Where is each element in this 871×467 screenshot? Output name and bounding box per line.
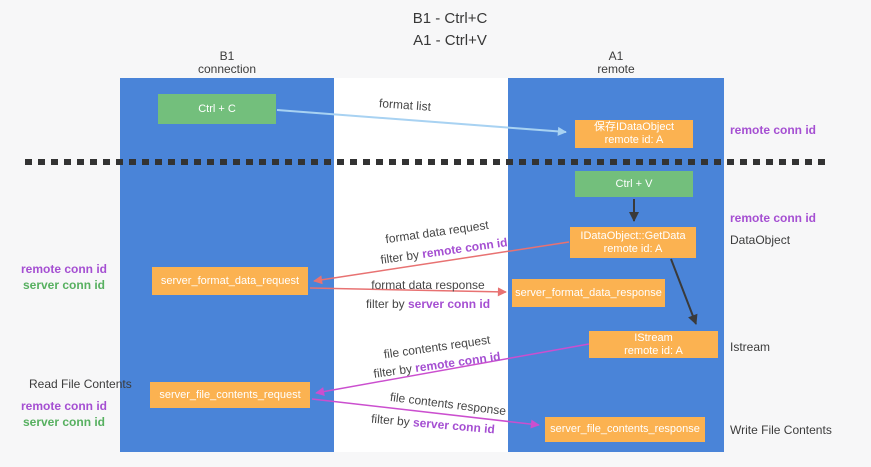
phase-divider-dashed-line: [25, 159, 831, 165]
dataobject-label: DataObject: [730, 233, 791, 247]
node-istream-line1: IStream: [634, 331, 673, 344]
node-getdata-line1: IDataObject::GetData: [580, 229, 686, 242]
title-line-2: A1 - Ctrl+V: [413, 32, 487, 49]
node-istream-line2: remote id: A: [624, 344, 683, 357]
left-conn-ids-file: remote conn id server conn id: [18, 398, 110, 430]
lane-header-a1: A1 remote: [508, 50, 724, 76]
server-conn-id-text: server conn id: [407, 297, 491, 311]
node-ctrl-v-label: Ctrl + V: [615, 177, 653, 190]
node-file-resp-label: server_file_contents_response: [550, 423, 700, 435]
flow-label-filter-server-1: filter by server conn id: [366, 297, 490, 311]
node-server-file-contents-request: server_file_contents_request: [150, 382, 310, 408]
node-format-resp-label: server_format_data_response: [515, 286, 662, 299]
node-istream: IStream remote id: A: [589, 331, 718, 358]
right-remote-conn-id-2: remote conn id: [730, 211, 817, 225]
lane-a1-role: remote: [597, 62, 635, 76]
node-ctrl-c: Ctrl + C: [158, 94, 276, 124]
node-save-idataobject: 保存IDataObject remote id: A: [575, 120, 693, 148]
node-file-req-label: server_file_contents_request: [159, 388, 301, 401]
remote-conn-id-label: remote conn id: [20, 399, 107, 413]
flow-label-format-data-response: format data response: [371, 278, 485, 292]
lane-b1-role: connection: [197, 62, 257, 76]
node-server-format-data-response: server_format_data_response: [512, 279, 665, 307]
node-save-line2: remote id: A: [604, 134, 664, 146]
node-save-line1: 保存IDataObject: [593, 121, 675, 133]
server-conn-id-label: server conn id: [22, 278, 106, 292]
node-ctrl-v: Ctrl + V: [575, 171, 693, 197]
node-format-req-label: server_format_data_request: [160, 274, 300, 287]
left-conn-ids-format: remote conn id server conn id: [18, 261, 110, 293]
node-server-file-contents-response: server_file_contents_response: [545, 417, 705, 442]
lane-b1-name: B1: [219, 49, 235, 63]
remote-conn-id-label: remote conn id: [20, 262, 107, 276]
node-server-format-data-request: server_format_data_request: [152, 267, 308, 295]
right-remote-conn-id-1: remote conn id: [730, 123, 817, 137]
lane-header-b1: B1 connection: [120, 50, 334, 76]
diagram-title: B1 - Ctrl+C A1 - Ctrl+V: [380, 8, 520, 52]
node-ctrl-c-label: Ctrl + C: [198, 102, 236, 115]
server-conn-id-label: server conn id: [22, 415, 106, 429]
node-idataobject-getdata: IDataObject::GetData remote id: A: [570, 227, 696, 258]
read-file-contents-label: Read File Contents: [29, 377, 132, 391]
lane-a1-name: A1: [608, 49, 624, 63]
title-line-1: B1 - Ctrl+C: [412, 10, 488, 27]
istream-label: Istream: [730, 340, 771, 354]
filter-by-text: filter by: [365, 297, 408, 311]
node-getdata-line2: remote id: A: [603, 242, 663, 255]
write-file-contents-label: Write File Contents: [730, 423, 832, 437]
